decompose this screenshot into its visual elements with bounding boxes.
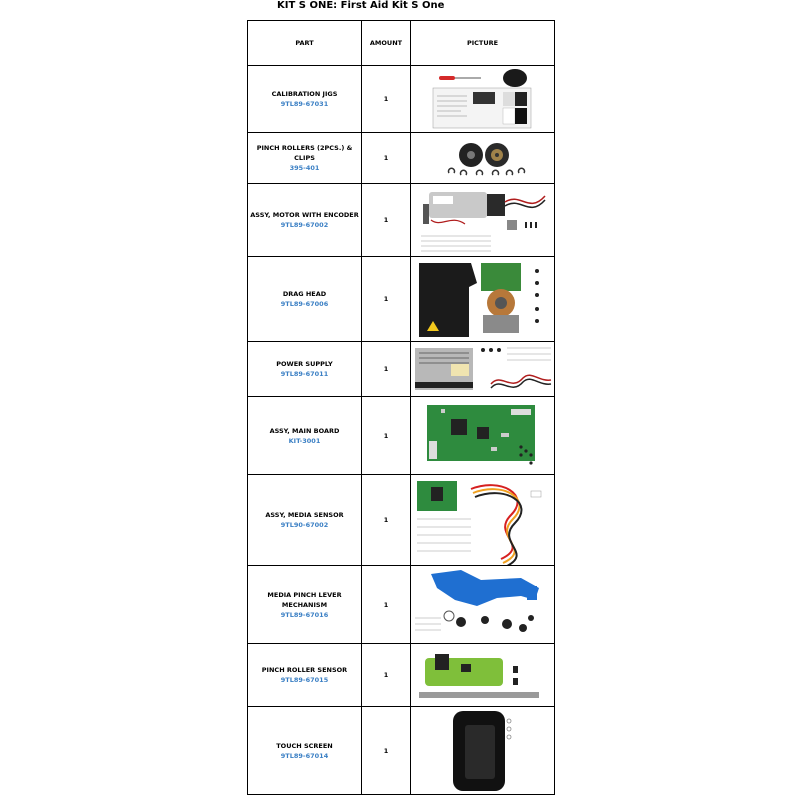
part-code: 395-401	[289, 164, 320, 172]
kit-table: PART AMOUNT PICTURE CALIBRATION JIGS 9TL…	[247, 20, 555, 795]
part-cell: ASSY, MAIN BOARD KIT-3001	[247, 396, 362, 475]
amount-cell: 1	[361, 706, 411, 795]
part-cell: ASSY, MEDIA SENSOR 9TL90-67002	[247, 474, 362, 566]
amount-cell: 1	[361, 396, 411, 475]
table-row: ASSY, MAIN BOARD KIT-3001 1	[247, 396, 555, 475]
part-code: 9TL89-67031	[280, 100, 329, 108]
pinch-rollers-photo	[410, 132, 555, 184]
amount-cell: 1	[361, 183, 411, 257]
part-name: POWER SUPPLY	[276, 360, 333, 368]
amount-cell: 1	[361, 256, 411, 342]
part-cell: TOUCH SCREEN 9TL89-67014	[247, 706, 362, 795]
table-row: POWER SUPPLY 9TL89-67011 1	[247, 341, 555, 397]
table-row: PINCH ROLLER SENSOR 9TL89-67015 1	[247, 643, 555, 707]
amount-cell: 1	[361, 474, 411, 566]
table-row: MEDIA PINCH LEVER MECHANISM 9TL89-67016 …	[247, 565, 555, 644]
header-picture: PICTURE	[410, 20, 555, 66]
part-name: PINCH ROLLERS (2PCS.) & CLIPS	[256, 144, 353, 162]
part-name: DRAG HEAD	[282, 290, 327, 298]
part-cell: ASSY, MOTOR WITH ENCODER 9TL89-67002	[247, 183, 362, 257]
power-supply-photo	[410, 341, 555, 397]
part-code: KIT-3001	[288, 436, 321, 445]
table-row: CALIBRATION JIGS 9TL89-67031 1	[247, 65, 555, 133]
amount-cell: 1	[361, 65, 411, 133]
table-row: ASSY, MEDIA SENSOR 9TL90-67002 1	[247, 474, 555, 566]
pinch-roller-sensor-photo	[410, 643, 555, 707]
part-name: MEDIA PINCH LEVER MECHANISM	[267, 590, 342, 609]
touch-screen-photo	[410, 706, 555, 795]
part-cell: CALIBRATION JIGS 9TL89-67031	[247, 65, 362, 133]
motor-encoder-photo	[410, 183, 555, 257]
amount-cell: 1	[361, 565, 411, 644]
part-name: TOUCH SCREEN	[276, 741, 333, 750]
media-sensor-photo	[410, 474, 555, 566]
part-cell: MEDIA PINCH LEVER MECHANISM 9TL89-67016	[247, 565, 362, 644]
part-name: ASSY, MEDIA SENSOR	[265, 511, 344, 519]
amount-cell: 1	[361, 132, 411, 184]
part-code: 9TL89-67006	[280, 300, 329, 308]
part-cell: POWER SUPPLY 9TL89-67011	[247, 341, 362, 397]
header-row: PART AMOUNT PICTURE	[247, 20, 555, 66]
calibration-jigs-photo	[410, 65, 555, 133]
part-name: CALIBRATION JIGS	[271, 90, 338, 98]
table-row: TOUCH SCREEN 9TL89-67014 1	[247, 706, 555, 795]
table-row: PINCH ROLLERS (2PCS.) & CLIPS 395-401 1	[247, 132, 555, 184]
header-amount: AMOUNT	[361, 20, 411, 66]
part-code: 9TL89-67002	[280, 221, 329, 229]
part-name: ASSY, MAIN BOARD	[269, 426, 340, 435]
page-title: KIT S ONE: First Aid Kit S One	[277, 0, 445, 11]
main-board-photo	[410, 396, 555, 475]
part-name: PINCH ROLLER SENSOR	[261, 666, 348, 674]
table-row: ASSY, MOTOR WITH ENCODER 9TL89-67002 1	[247, 183, 555, 257]
part-code: 9TL89-67014	[280, 751, 329, 760]
part-cell: PINCH ROLLER SENSOR 9TL89-67015	[247, 643, 362, 707]
part-cell: DRAG HEAD 9TL89-67006	[247, 256, 362, 342]
part-name: ASSY, MOTOR WITH ENCODER	[250, 211, 359, 219]
drag-head-photo	[410, 256, 555, 342]
part-code: 9TL90-67002	[280, 521, 329, 529]
part-code: 9TL89-67016	[280, 610, 329, 619]
table-row: DRAG HEAD 9TL89-67006 1	[247, 256, 555, 342]
part-code: 9TL89-67011	[280, 370, 329, 378]
header-part: PART	[247, 20, 362, 66]
part-code: 9TL89-67015	[280, 676, 329, 684]
amount-cell: 1	[361, 643, 411, 707]
part-cell: PINCH ROLLERS (2PCS.) & CLIPS 395-401	[247, 132, 362, 184]
pinch-lever-photo	[410, 565, 555, 644]
amount-cell: 1	[361, 341, 411, 397]
